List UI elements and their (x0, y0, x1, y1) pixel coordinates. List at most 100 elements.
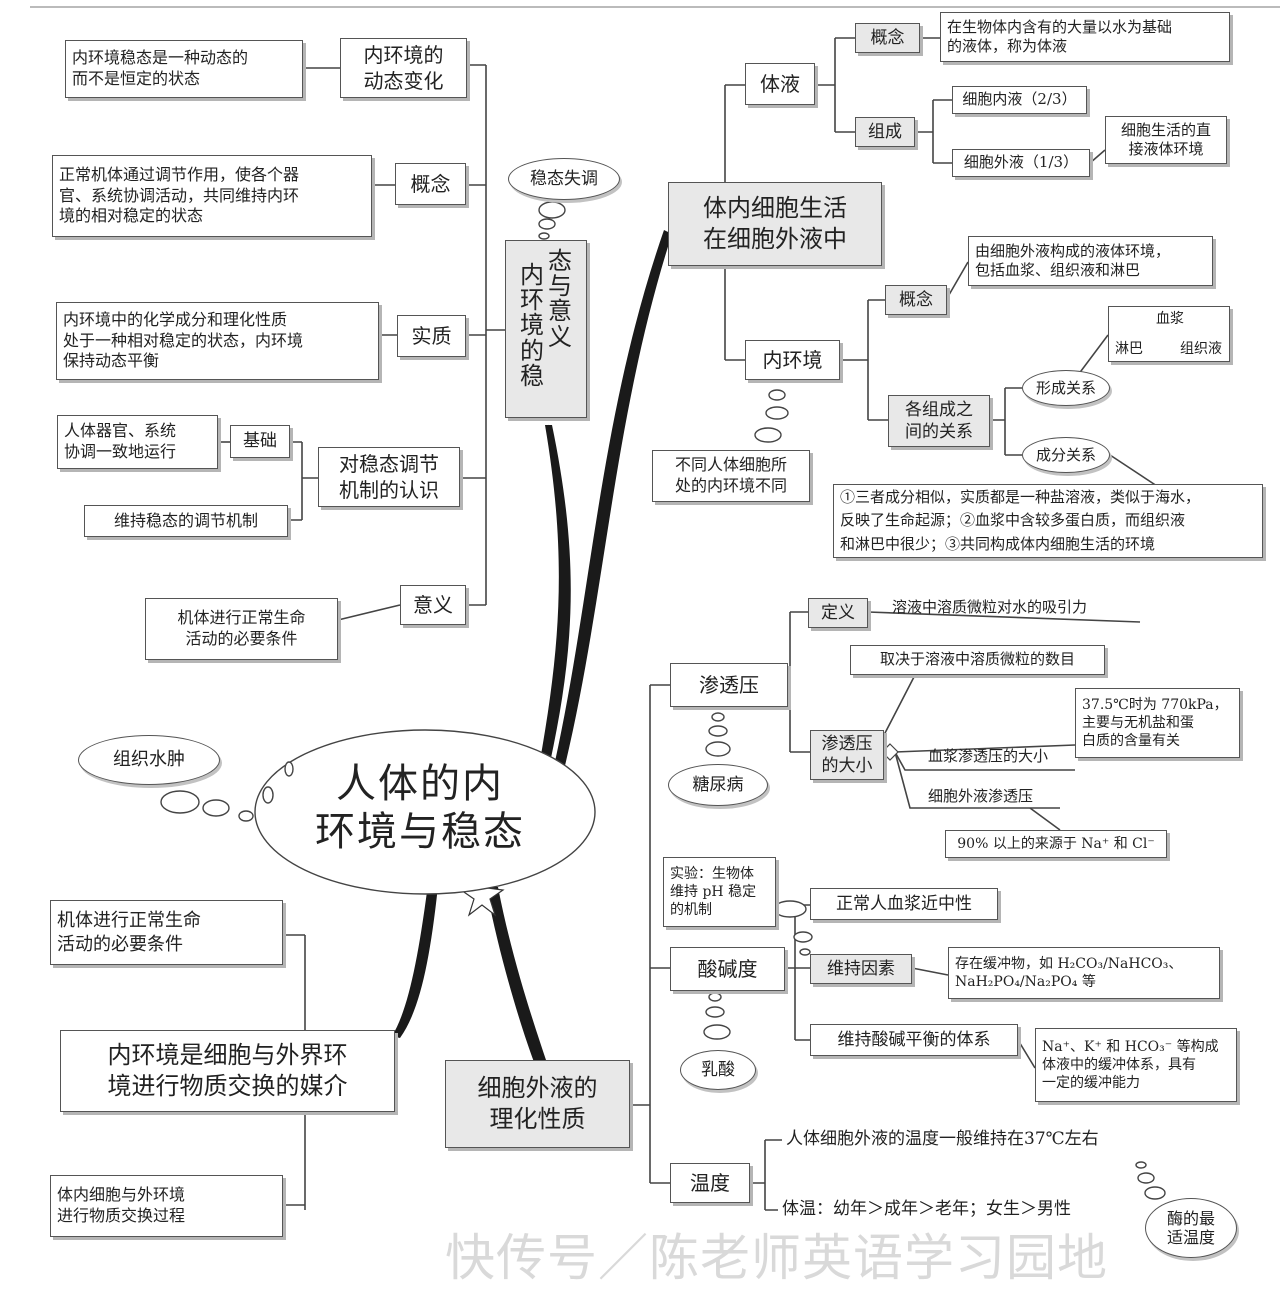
dot-enz-2 (1137, 1172, 1155, 1184)
bubble-enzyme-optimal: 酶的最 适温度 (1145, 1198, 1237, 1258)
text-body-temp: 体温：幼年＞成年＞老年；女生＞男性 (782, 1198, 1071, 1219)
text-experiment: 实验：生物体 维持 pH 稳定 的机制 (663, 857, 776, 927)
node-essence: 实质 (397, 315, 466, 357)
h-char: 的 (520, 336, 544, 365)
node-ph: 酸碱度 (670, 947, 785, 991)
bubble-homeostasis-imbalance: 稳态失调 (508, 158, 620, 200)
link-size-plasma (894, 751, 1075, 771)
cycle-box (1108, 306, 1230, 362)
text-ie-concept: 由细胞外液构成的液体环境， 包括血浆、组织液和淋巴 (968, 236, 1213, 286)
node-meaning: 意义 (400, 585, 466, 625)
text-different-cells: 不同人体细胞所 处的内环境不同 (652, 450, 810, 502)
text-buffer: 存在缓冲物，如 H₂CO₃/NaHCO₃、 NaH₂PO₄/Na₂PO₄ 等 (948, 947, 1220, 999)
link-ecf-direct (1089, 149, 1106, 164)
h-char: 境 (520, 311, 544, 340)
node-temperature: 温度 (670, 1163, 750, 1203)
link-ecf-na (1029, 807, 1061, 831)
dot-dia-3 (705, 741, 731, 757)
text-dynamic: 内环境稳态是一种动态的 而不是恒定的状态 (65, 40, 303, 98)
dot-lac-1 (708, 992, 722, 1002)
dot-edema-3 (238, 810, 254, 822)
link-nhj-tree (840, 299, 888, 421)
text-definition: 溶液中溶质微粒对水的吸引力 (892, 598, 1088, 617)
homeostasis-col2: 态 与 意 义 (548, 247, 572, 351)
bubble-tissue-edema: 组织水肿 (78, 735, 220, 785)
link-zucheng-tree (915, 99, 952, 164)
text-ecf-osmotic: 细胞外液渗透压 (928, 787, 1034, 806)
node-ie-concept: 概念 (885, 285, 947, 315)
node-bf-composition: 组成 (855, 117, 915, 147)
homeostasis-col1: 内 环 境 的 稳 (520, 262, 544, 389)
node-h-concept: 概念 (395, 163, 466, 205)
node-osmotic: 渗透压 (670, 663, 788, 707)
text-intracellular: 细胞内液（2/3） (952, 86, 1087, 114)
link-mech-tree (288, 441, 318, 521)
link-tiye-tree (815, 37, 855, 133)
center-title: 人体的内 环境与稳态 (315, 761, 525, 855)
text-na-cl: 90% 以上的来源于 Na⁺ 和 Cl⁻ (945, 830, 1167, 858)
link-temp-tree (750, 1139, 782, 1211)
watermark: 快传号／陈老师英语学习园地 (445, 1229, 1108, 1287)
text-neutral: 正常人血浆近中性 (810, 888, 998, 920)
text-temperature: 人体细胞外液的温度一般维持在37℃左右 (786, 1128, 1099, 1149)
node-mechanism: 对稳态调节 机制的认识 (318, 447, 460, 507)
text-ions: Na⁺、K⁺ 和 HCO₃⁻ 等构成 体液中的缓冲体系，具有 一定的缓冲能力 (1035, 1028, 1237, 1102)
dot-edema-2 (202, 799, 230, 817)
text-medium-bottom: 体内细胞与外环境 进行物质交换过程 (50, 1175, 283, 1237)
thick-stem-medium (392, 884, 438, 1038)
dot-imb-1 (538, 201, 566, 219)
top-border-line (30, 6, 1280, 8)
link-form-cycle (1077, 334, 1109, 376)
diamond-marker (881, 743, 899, 761)
dot-dia-2 (708, 725, 728, 737)
node-dynamic: 内环境的 动态变化 (340, 38, 467, 98)
dot-enz-1 (1135, 1161, 1147, 1169)
oval-composition-relation: 成分关系 (1022, 437, 1110, 473)
node-factor: 维持因素 (810, 954, 912, 984)
text-h-concept: 正常机体通过调节作用，使各个器 官、系统协调活动，共同维持内环 境的相对稳定的状… (52, 155, 372, 237)
bubble-lactic-acid: 乳酸 (680, 1050, 756, 1090)
dot-lac-2 (705, 1006, 725, 1018)
thick-stem-left (538, 425, 571, 772)
text-plasma-size: 血浆渗透压的大小 (928, 747, 1049, 766)
cycle-tissue-fluid: 组织液 (1180, 340, 1222, 357)
dot-ph-1 (773, 900, 807, 918)
cycle-plasma: 血浆 (1156, 310, 1184, 327)
text-medium-top: 机体进行正常生命 活动的必要条件 (50, 900, 283, 965)
dot-lac-3 (703, 1024, 731, 1040)
branch-properties: 细胞外液的 理化性质 (445, 1060, 630, 1148)
h-char: 义 (548, 322, 572, 351)
dot-ph-3 (799, 948, 811, 956)
link-factor-buffer (911, 967, 949, 976)
dot-diff-2 (765, 406, 789, 420)
text-basis: 人体器官、系统 协调一致地运行 (57, 415, 218, 469)
text-regulation: 维持稳态的调节机制 (84, 505, 288, 537)
branch-body-fluid: 体内细胞生活 在细胞外液中 (668, 182, 882, 266)
node-bf-concept: 概念 (855, 23, 920, 53)
text-meaning: 机体进行正常生命 活动的必要条件 (145, 598, 338, 660)
dot-diff-3 (754, 427, 782, 443)
dot-ph-2 (793, 931, 813, 943)
dot-imb-3 (538, 232, 550, 240)
h-char: 意 (548, 297, 572, 326)
link-ie-concept (945, 261, 969, 301)
h-char: 态 (548, 247, 572, 275)
bubble-diabetes: 糖尿病 (668, 764, 768, 806)
thick-stem-right (552, 230, 672, 778)
center-ellipse (254, 729, 596, 895)
node-balance-system: 维持酸碱平衡的体系 (810, 1024, 1018, 1056)
text-essence: 内环境中的化学成分和理化性质 处于一种相对稳定的状态，内环境 保持动态平衡 (56, 302, 379, 380)
text-direct-env: 细胞生活的直 接液体环境 (1105, 116, 1227, 164)
link-def-text (867, 611, 1141, 623)
dot-dia-1 (711, 712, 725, 722)
link-system-ions (1017, 1039, 1036, 1069)
dot-edema-5 (284, 761, 294, 777)
oval-formation: 形成关系 (1022, 370, 1110, 406)
node-osmotic-size: 渗透压 的大小 (810, 730, 884, 780)
node-basis: 基础 (230, 425, 290, 458)
node-relations: 各组成之 间的关系 (888, 395, 990, 447)
h-char: 与 (548, 272, 572, 301)
dot-diff-1 (768, 389, 786, 401)
link-size-ecf (894, 751, 1060, 809)
